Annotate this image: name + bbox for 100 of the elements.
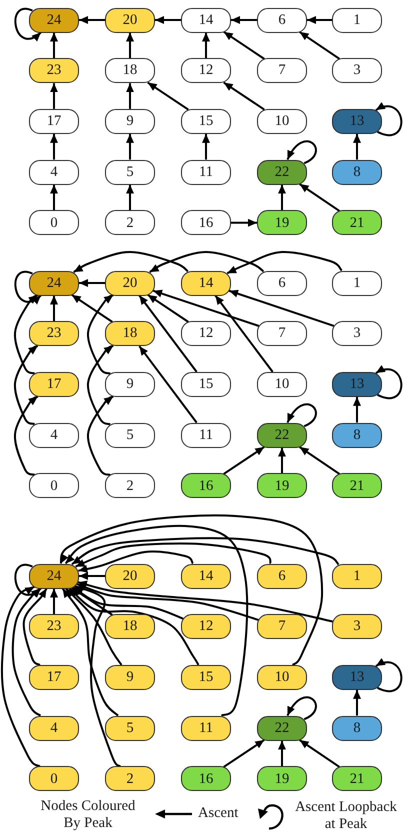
graph-node: 6: [257, 8, 307, 32]
graph-node: 7: [257, 321, 307, 346]
arrow: [78, 580, 333, 622]
arrow: [64, 524, 248, 717]
arrow: [147, 82, 189, 110]
graph-node: 8: [332, 716, 382, 741]
arrow: [278, 184, 286, 210]
graph-node: 4: [29, 422, 79, 448]
graph-node: 13: [332, 108, 382, 134]
arrow: [307, 16, 332, 24]
legend-note: Nodes Coloured By Peak: [40, 798, 136, 832]
arrow: [231, 218, 257, 227]
graph-node: 11: [181, 422, 231, 448]
arrow: [202, 32, 210, 58]
arrow: [12, 588, 41, 716]
graph-node: 7: [257, 58, 307, 84]
graph-node: 0: [29, 473, 79, 498]
graph-node: 15: [181, 108, 231, 134]
graph-node: 17: [29, 664, 79, 690]
arrow: [73, 251, 189, 273]
graph-node: 0: [29, 766, 79, 792]
arrow: [14, 294, 38, 374]
graph-node: 4: [29, 716, 79, 741]
arrow: [22, 588, 48, 666]
arrow: [76, 583, 259, 621]
loop-arrow: [286, 696, 317, 720]
arrow: [79, 572, 105, 580]
arrow: [353, 134, 361, 160]
arrow: [79, 279, 105, 287]
arrow: [126, 184, 134, 210]
arrow: [74, 585, 120, 768]
graph-node: 3: [332, 321, 382, 346]
arrow: [138, 346, 198, 424]
graph-node: 13: [332, 664, 382, 690]
graph-node: 21: [332, 766, 382, 792]
arrow: [149, 251, 264, 273]
arrow: [62, 588, 119, 716]
graph-node: 12: [181, 58, 231, 84]
graph-node: 13: [332, 372, 382, 397]
graph-node: 11: [181, 160, 231, 185]
arrow: [65, 588, 122, 666]
legend-label: Ascent: [198, 805, 238, 822]
loop-arrow: [376, 102, 402, 136]
graph-node: 17: [29, 108, 79, 134]
arrow: [50, 134, 58, 160]
arrow: [126, 32, 134, 58]
arrow: [72, 586, 184, 620]
arrow: [152, 290, 260, 327]
graph-node: 21: [332, 473, 382, 498]
arrow: [78, 550, 194, 573]
graph-node: 22: [257, 716, 307, 741]
graph-node: 10: [257, 108, 307, 134]
graph-node: 0: [29, 210, 79, 236]
graph-node: 16: [181, 473, 231, 498]
arrow: [299, 739, 340, 768]
arrow: [299, 446, 340, 475]
arrow: [71, 294, 113, 323]
arrow: [138, 294, 198, 372]
graph-node: 3: [332, 58, 382, 84]
graph-node: 10: [257, 664, 307, 690]
arrow: [50, 588, 58, 614]
graph-node: 6: [257, 564, 307, 588]
graph-node: 23: [29, 614, 79, 640]
graph-node: 1: [332, 270, 382, 296]
graph-node: 12: [181, 614, 231, 640]
graph-node: 19: [257, 473, 307, 498]
graph-node: 24: [29, 8, 79, 32]
loop-arrow: [286, 140, 317, 164]
graph-node: 6: [257, 270, 307, 296]
graph-node: 17: [29, 372, 79, 397]
arrow: [223, 446, 265, 475]
arrow: [50, 296, 58, 322]
arrow: [202, 134, 210, 160]
graph-node: 8: [332, 422, 382, 448]
graph-node: 2: [105, 766, 155, 792]
graph-node: 11: [181, 716, 231, 741]
arrow: [214, 294, 274, 372]
graph-node: 22: [257, 422, 307, 448]
graph-node: 3: [332, 614, 382, 640]
arrow: [231, 16, 257, 24]
graph-node: 1: [332, 564, 382, 588]
arrow: [299, 31, 340, 60]
arrow: [126, 134, 134, 160]
graph-node: 15: [181, 664, 231, 690]
arrow: [87, 344, 114, 426]
arrow: [50, 184, 58, 210]
graph-node: 20: [105, 564, 155, 588]
graph-node: 1: [332, 8, 382, 32]
graph-node: 19: [257, 766, 307, 792]
arrow: [60, 514, 324, 666]
graph-node: 16: [181, 766, 231, 792]
graph-node: 14: [181, 564, 231, 588]
loop-arrow: [14, 270, 42, 304]
graph-node: 23: [29, 321, 79, 346]
graph-node: 2: [105, 210, 155, 236]
loop-arrow: [14, 8, 42, 42]
graph-node: 18: [105, 321, 155, 346]
arrow: [299, 183, 340, 212]
arrow: [278, 448, 286, 474]
arrow: [79, 16, 105, 24]
